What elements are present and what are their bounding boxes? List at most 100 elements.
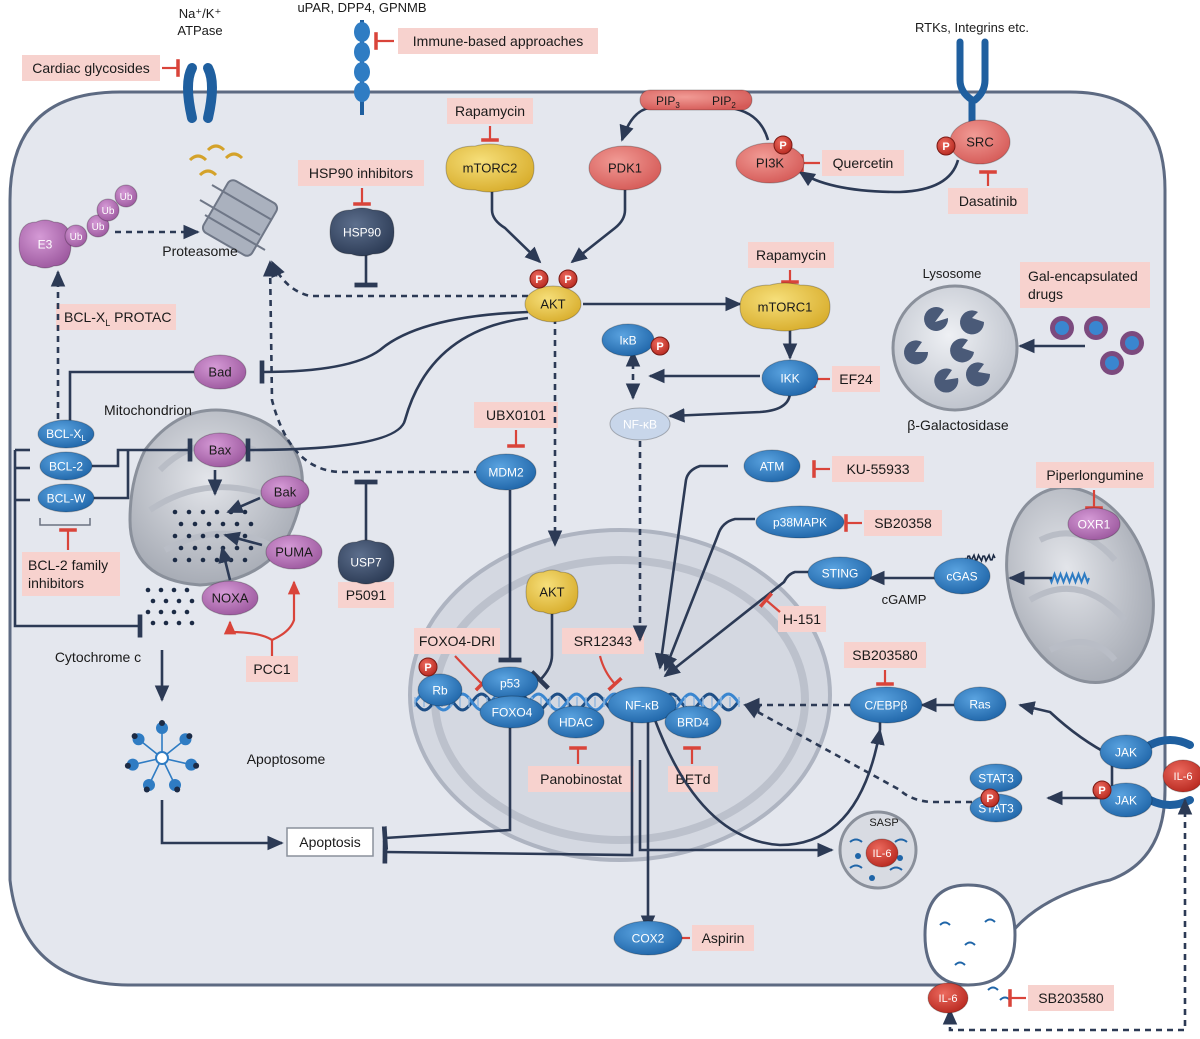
- ikb-label: IκB: [619, 333, 636, 347]
- nfkb-dna-node: NF-κB: [607, 686, 677, 724]
- ubx0101-label: UBX0101: [486, 407, 546, 423]
- ub-label: Ub: [102, 206, 115, 217]
- foxo4-dri-label: FOXO4-DRI: [419, 633, 495, 649]
- cytochrome-c-dot: [192, 545, 198, 551]
- bclw-to-bax: [92, 450, 130, 500]
- nfkb-cyto-node: NF-κB: [609, 407, 671, 441]
- mdm2-label: MDM2: [488, 465, 524, 479]
- puma-node: PUMA: [265, 534, 323, 570]
- pcc1-box: PCC1: [246, 656, 298, 682]
- cgas-node: cGAS: [933, 557, 991, 595]
- bad-to-bclxl: [58, 370, 195, 435]
- hdac-label: HDAC: [559, 715, 593, 729]
- p5091-box: P5091: [338, 582, 394, 608]
- pdk1-label: PDK1: [608, 161, 642, 176]
- hsp90-inhibitors-box: HSP90 inhibitors: [298, 160, 424, 186]
- cytochrome-c-dot: [228, 557, 234, 563]
- betd-label: BETd: [675, 771, 710, 787]
- bax-label: Bax: [209, 443, 232, 458]
- ras-label: Ras: [969, 697, 990, 711]
- ikk-node: IKK: [761, 359, 819, 397]
- gal-encapsulated-particles: [1050, 316, 1144, 375]
- src-to-pi3k: [798, 159, 960, 194]
- cytochrome-c-label: Cytochrome c: [55, 649, 141, 665]
- phospho-badge: P: [773, 135, 793, 155]
- hdac-node: HDAC: [547, 705, 605, 739]
- foxo4-dri-box: FOXO4-DRI: [414, 628, 500, 654]
- phospho-badge: P: [650, 336, 670, 356]
- cardiac-glycosides-label: Cardiac glycosides: [32, 60, 150, 76]
- panobinostat-box: Panobinostat: [528, 766, 634, 792]
- puma-to-pore: [223, 531, 263, 547]
- ub-label: Ub: [120, 192, 133, 203]
- proteasome: [188, 144, 279, 257]
- akt-nuc-to-p53: [530, 610, 554, 690]
- cytochrome-c-dot: [189, 598, 195, 604]
- cytochrome-c-dot: [242, 509, 248, 515]
- il6-sasp-label: IL-6: [873, 848, 892, 860]
- nfkb-to-apoptosis: [382, 722, 634, 864]
- akt-nuclear-node: AKT: [525, 569, 579, 615]
- cytochrome-c-dot: [186, 509, 192, 515]
- pi3k-node: PI3K: [735, 142, 805, 184]
- cytochrome-c-dot: [178, 521, 184, 527]
- gal-drugs-line1: Gal-encapsulated: [1028, 268, 1138, 284]
- cytochrome-c-dot: [145, 587, 151, 593]
- bclxl-node: BCL-XL: [37, 419, 95, 449]
- ras-node: Ras: [953, 686, 1007, 722]
- phospho-label: P: [942, 141, 949, 153]
- sb203580-bottom-label: SB203580: [1038, 990, 1104, 1006]
- rb-node: Rb: [417, 673, 463, 707]
- cytochrome-c-dot: [200, 557, 206, 563]
- cardiac-glycosides-box: Cardiac glycosides: [22, 55, 160, 81]
- akt-to-bad: [259, 310, 529, 384]
- cytochrome-c-dot: [214, 533, 220, 539]
- bcl2-node: BCL-2: [39, 451, 93, 481]
- il6-secreted-node: IL-6: [927, 982, 969, 1014]
- aspirin-box: Aspirin: [692, 925, 754, 951]
- bak-node: Bak: [260, 475, 310, 509]
- apoptosome-to-apoptosis: [160, 800, 284, 851]
- akt-nuclear-label: AKT: [539, 585, 564, 600]
- hsp90-label: HSP90: [343, 225, 381, 239]
- noxa-label: NOXA: [212, 591, 249, 606]
- piperlongumine-box: Piperlongumine: [1036, 462, 1154, 488]
- cytochrome-c-dot: [214, 557, 220, 563]
- atpase-label: ATPase: [177, 23, 222, 38]
- cytochrome-c-dot: [242, 533, 248, 539]
- bad-label: Bad: [208, 365, 231, 380]
- beta-galactosidase-pacmen: [904, 306, 991, 393]
- upar-receptor-icon: [354, 20, 370, 115]
- dasatinib-label: Dasatinib: [959, 193, 1018, 209]
- sasp-label: SASP: [869, 817, 898, 829]
- cytochrome-c-dot: [234, 521, 240, 527]
- ubx0101-box: UBX0101: [474, 402, 558, 428]
- cox2-node: COX2: [613, 920, 683, 956]
- foxo4dri-inhibit: [454, 655, 490, 692]
- ikk-label: IKK: [780, 371, 799, 385]
- apoptosis-label: Apoptosis: [299, 834, 360, 850]
- cytochrome-c-dot: [186, 557, 192, 563]
- pcc1-to-noxa: [223, 620, 274, 656]
- phospho-label: P: [424, 662, 431, 674]
- cytochrome-c-dot: [214, 509, 220, 515]
- nfkb-to-cebpb: [653, 719, 885, 847]
- mtorc2-node: mTORC2: [445, 143, 535, 193]
- cytochrome-c-dot: [206, 521, 212, 527]
- sr12343-inhibit: [598, 655, 623, 692]
- e3-label: E3: [38, 237, 53, 251]
- il6-sasp-node: IL-6: [865, 838, 899, 868]
- sting-to-nfkb: [663, 570, 810, 678]
- cytochrome-c-dot: [163, 620, 169, 626]
- rapamycin-mtorc1-label: Rapamycin: [756, 247, 826, 263]
- mitochondrion-label: Mitochondrion: [104, 402, 192, 418]
- src-label: SRC: [966, 135, 993, 150]
- bcl-to-cytc: [13, 450, 143, 638]
- immune-approaches-box: Immune-based approaches: [398, 28, 598, 54]
- pip3-label: PIP3: [656, 94, 680, 110]
- p5091-label: P5091: [346, 587, 387, 603]
